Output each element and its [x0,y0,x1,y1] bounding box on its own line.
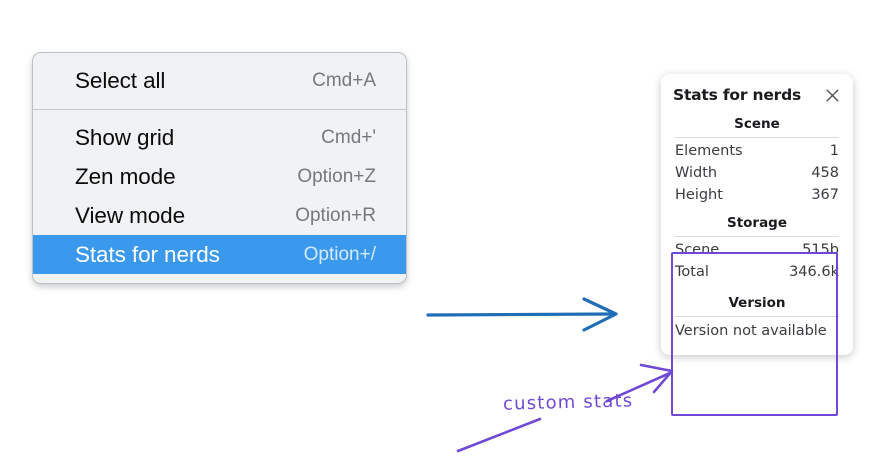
stat-key: Height [675,187,723,203]
blue-arrow [426,297,618,332]
menu-item-label: Zen mode [75,163,176,189]
stat-key: Width [675,165,718,181]
stat-key: Elements [675,143,743,159]
menu-item-select-all[interactable]: Select all Cmd+A [33,61,406,100]
stats-section-storage: Storage Scene 515b Total 346.6k [673,214,841,283]
context-menu[interactable]: Select all Cmd+A Show grid Cmd+' Zen mod… [32,52,407,284]
purple-lead-line [456,417,542,453]
section-heading-scene: Scene [734,116,780,132]
menu-item-shortcut: Option+Z [297,165,376,187]
menu-item-label: Show grid [75,124,175,150]
stat-row: Total 346.6k [673,261,841,283]
stats-section-scene: Scene Elements 1 Width 458 Height 367 [673,115,841,206]
section-divider [675,236,839,237]
version-value: Version not available [675,323,827,339]
stat-value: 346.6k [789,264,839,280]
stats-for-nerds-panel: Stats for nerds Scene Elements 1 Width 4… [661,74,853,416]
stat-value: 367 [811,187,839,203]
menu-item-zen-mode[interactable]: Zen mode Option+Z [33,157,406,196]
stat-value: 458 [811,165,839,181]
stat-row: Width 458 [673,162,841,184]
menu-item-view-mode[interactable]: View mode Option+R [33,196,406,235]
stat-row: Elements 1 [673,140,841,162]
stats-section-version: Version Version not available [673,294,841,341]
stat-value: 1 [829,143,839,159]
stat-key: Scene [675,242,720,258]
section-heading-storage: Storage [726,215,788,231]
stat-row: Height 367 [673,184,841,206]
menu-item-shortcut: Option+/ [303,243,376,265]
stat-key: Total [675,264,709,280]
custom-stats-annotation-label: custom stats [502,390,634,415]
menu-section-selection: Select all Cmd+A [33,53,406,109]
stat-value: 515b [802,242,839,258]
panel-title: Stats for nerds [673,86,802,104]
menu-item-shortcut: Option+R [295,204,376,226]
menu-item-shortcut: Cmd+' [321,126,376,148]
menu-item-show-grid[interactable]: Show grid Cmd+' [33,118,406,157]
menu-section-view: Show grid Cmd+' Zen mode Option+Z View m… [33,109,406,283]
menu-item-label: Stats for nerds [75,241,220,267]
close-icon[interactable] [824,87,841,104]
menu-item-shortcut: Cmd+A [312,69,376,91]
section-heading-version: Version [728,295,786,311]
menu-item-label: Select all [75,67,166,93]
stat-row: Scene 515b [673,239,841,261]
menu-item-stats-for-nerds[interactable]: Stats for nerds Option+/ [33,235,406,274]
menu-item-label: View mode [75,202,185,228]
section-divider [675,316,839,317]
section-divider [675,137,839,138]
panel-header: Stats for nerds [673,86,841,104]
